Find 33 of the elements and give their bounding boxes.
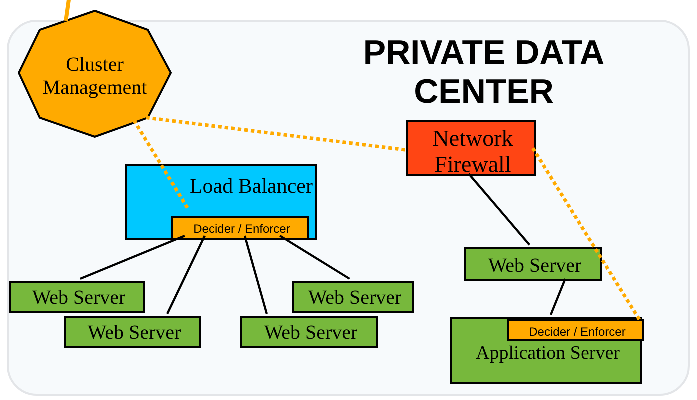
cluster-management-octagon bbox=[18, 10, 172, 138]
connector-line bbox=[166, 236, 206, 314]
connector-line bbox=[550, 278, 567, 316]
dotted-connector bbox=[532, 148, 642, 322]
decider-box bbox=[171, 216, 309, 240]
node-label: Decider / Enforcer bbox=[192, 222, 292, 236]
decider-box bbox=[507, 319, 644, 341]
web-server-box bbox=[292, 281, 414, 313]
connector-line bbox=[80, 234, 186, 280]
load-balancer-box bbox=[125, 164, 317, 240]
web-server-box bbox=[240, 316, 378, 348]
thick-connector bbox=[64, 0, 71, 22]
node-label: Web Server bbox=[307, 287, 403, 310]
web-server-box bbox=[64, 316, 201, 348]
node-label: Web Server bbox=[487, 255, 583, 278]
firewall-box bbox=[406, 120, 536, 176]
node-label: Network Firewall bbox=[432, 126, 514, 178]
node-label: Application Server bbox=[474, 343, 622, 365]
node-label: Web Server bbox=[31, 287, 127, 310]
web-server-box bbox=[464, 247, 602, 281]
connector-line bbox=[244, 236, 268, 314]
web-server-box bbox=[9, 281, 145, 313]
panel-title: PRIVATE DATA CENTER bbox=[362, 34, 606, 112]
node-label: Load Balancer bbox=[188, 174, 313, 199]
dotted-connector bbox=[146, 116, 406, 152]
connector-line bbox=[280, 235, 350, 280]
connector-line bbox=[468, 173, 530, 246]
node-label: Cluster Management bbox=[42, 54, 148, 100]
application-server-box bbox=[450, 317, 642, 384]
node-label: Web Server bbox=[263, 322, 359, 345]
node-label: Web Server bbox=[86, 322, 182, 345]
node-label: Decider / Enforcer bbox=[528, 325, 627, 339]
data-center-panel bbox=[7, 20, 690, 396]
